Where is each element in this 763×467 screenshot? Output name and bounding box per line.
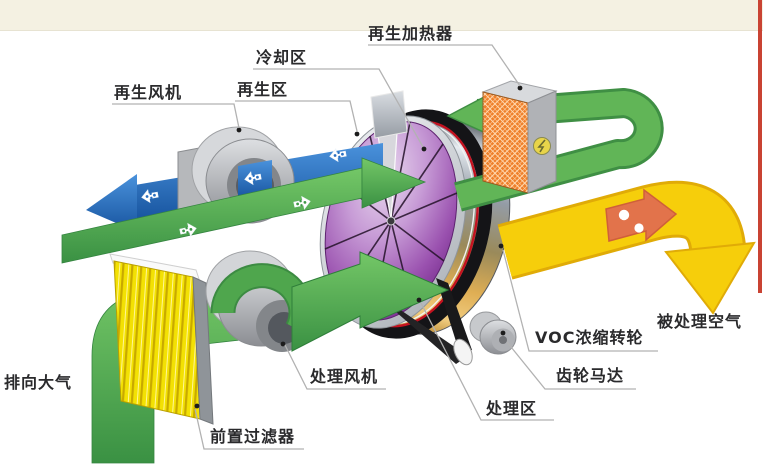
label-regeneration-fan: 再生风机	[114, 83, 183, 102]
lightning-icon	[537, 139, 546, 153]
anchor-dot	[194, 403, 200, 409]
label-cooling-zone: 冷却区	[256, 48, 308, 67]
right-edge-marker	[758, 0, 762, 293]
leader-lines	[112, 44, 658, 450]
regeneration-heater	[481, 80, 558, 194]
filter-top-edge	[109, 253, 200, 280]
process-air-arrow	[291, 251, 450, 352]
filter-pleats	[113, 260, 201, 420]
treated-air-arrowhead	[664, 241, 756, 315]
cooling-air-band	[61, 157, 427, 264]
anchor-dot	[517, 85, 523, 91]
anchor-dot	[500, 330, 506, 336]
label-process-zone: 处理区	[486, 399, 538, 418]
motor-shaft	[499, 336, 507, 344]
anchor-dot	[280, 341, 286, 347]
treated-air-arrow	[497, 180, 756, 315]
rotor-hub	[386, 216, 396, 226]
label-pre-filter: 前置过滤器	[210, 427, 296, 446]
anchor-dot	[354, 131, 360, 137]
heater-element-face	[482, 91, 529, 194]
green-arrowhead	[361, 157, 427, 209]
regeneration-sector-housing	[370, 90, 408, 139]
belt-pulley	[453, 338, 473, 366]
heater-badge-icon	[533, 137, 551, 155]
pre-filter	[109, 253, 214, 425]
label-exhaust-to-atmosphere: 排向大气	[4, 373, 73, 392]
top-strip	[0, 0, 763, 31]
label-regeneration-zone: 再生区	[237, 80, 289, 99]
blue-arrowhead	[86, 174, 137, 232]
voc-molecule-arrow	[605, 188, 678, 242]
label-voc-rotor: VOC浓缩转轮	[535, 328, 644, 347]
motor-belt-strip	[436, 278, 472, 354]
label-regeneration-heater: 再生加热器	[368, 24, 454, 43]
leader-dots	[416, 146, 504, 303]
label-gear-motor: 齿轮马达	[556, 366, 625, 385]
label-treated-air: 被处理空气	[657, 312, 743, 331]
label-process-fan: 处理风机	[310, 367, 379, 386]
big-green-arrow	[291, 251, 450, 352]
anchor-dot	[236, 127, 242, 133]
filter-side-frame	[192, 276, 214, 425]
